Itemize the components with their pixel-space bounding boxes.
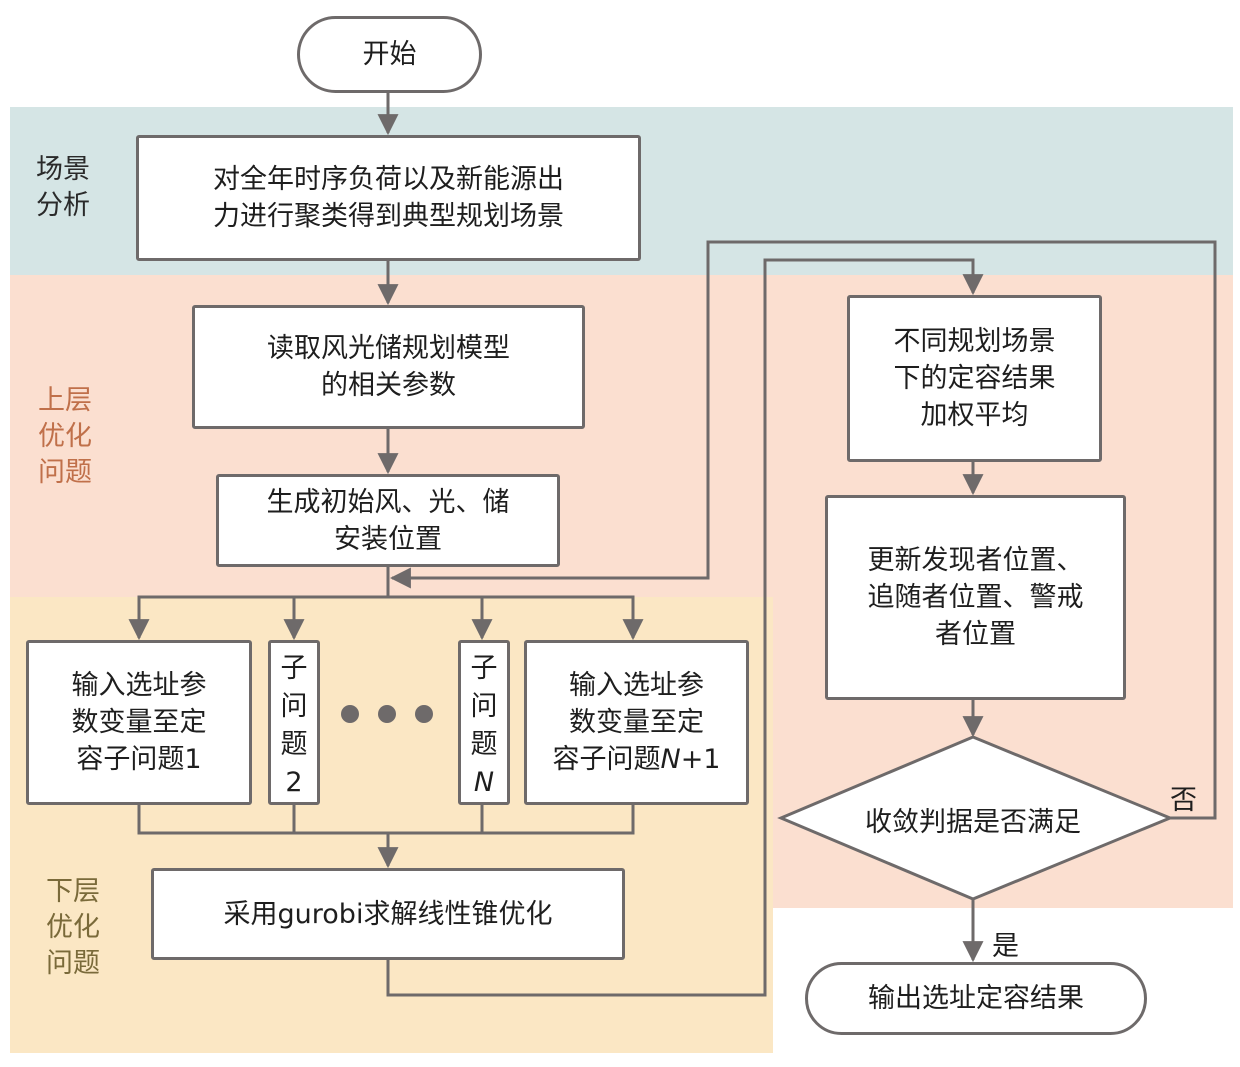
edge-label-no: 否 (1170, 785, 1197, 816)
gurobi-solve-box: 采用gurobi求解线性锥优化 (151, 868, 625, 960)
update-positions-box: 更新发现者位置、 追随者位置、警戒 者位置 (825, 495, 1126, 700)
subproblem-n1-italic: N (660, 744, 681, 775)
subproblem-n1-box: 输入选址参 数变量至定 容子问题N+1 (524, 640, 749, 805)
ellipsis-dot-1 (341, 705, 359, 723)
band-label-scene: 场景 分析 (36, 154, 90, 221)
edge-gurobi-to-weighted (386, 258, 984, 997)
subproblem-1-box: 输入选址参 数变量至定 容子问题1 (26, 640, 252, 805)
cluster-scenarios-box: 对全年时序负荷以及新能源出 力进行聚类得到典型规划场景 (136, 135, 641, 261)
band-label-lower: 下层 优化 问题 (46, 876, 100, 979)
subproblem-2-box: 子 问 题 2 (268, 640, 320, 805)
read-params-box: 读取风光储规划模型 的相关参数 (192, 305, 585, 429)
subproblem-n1-suffix: +1 (680, 744, 721, 775)
ellipsis-dot-3 (415, 705, 433, 723)
decision-convergence-shape (777, 735, 1174, 901)
edge-label-yes: 是 (992, 931, 1019, 962)
subproblem-2-index: 2 (285, 766, 303, 798)
start-terminal: 开始 (297, 16, 482, 93)
subproblem-n-text: 子 问 题 (470, 652, 498, 760)
subproblem-n-index: N (473, 766, 495, 798)
edge-fanin (137, 804, 635, 835)
subproblem-n1-text: 输入选址参 数变量至定 容子问题N+1 (552, 667, 720, 778)
subproblem-n-box: 子 问 题 N (458, 640, 510, 805)
subproblem-n1-label: 输入选址参 数变量至定 容子问题 (552, 670, 704, 775)
edge-loop-back (389, 240, 1217, 820)
decision-convergence-label: 收敛判据是否满足 (865, 807, 1081, 838)
band-label-upper: 上层 优化 问题 (38, 385, 92, 488)
init-positions-box: 生成初始风、光、储 安装位置 (216, 474, 560, 567)
subproblem-2-text: 子 问 题 (280, 652, 308, 760)
ellipsis-dot-2 (378, 705, 396, 723)
edge-fanout (137, 595, 635, 637)
weighted-average-box: 不同规划场景 下的定容结果 加权平均 (847, 295, 1102, 462)
output-terminal: 输出选址定容结果 (805, 962, 1147, 1035)
